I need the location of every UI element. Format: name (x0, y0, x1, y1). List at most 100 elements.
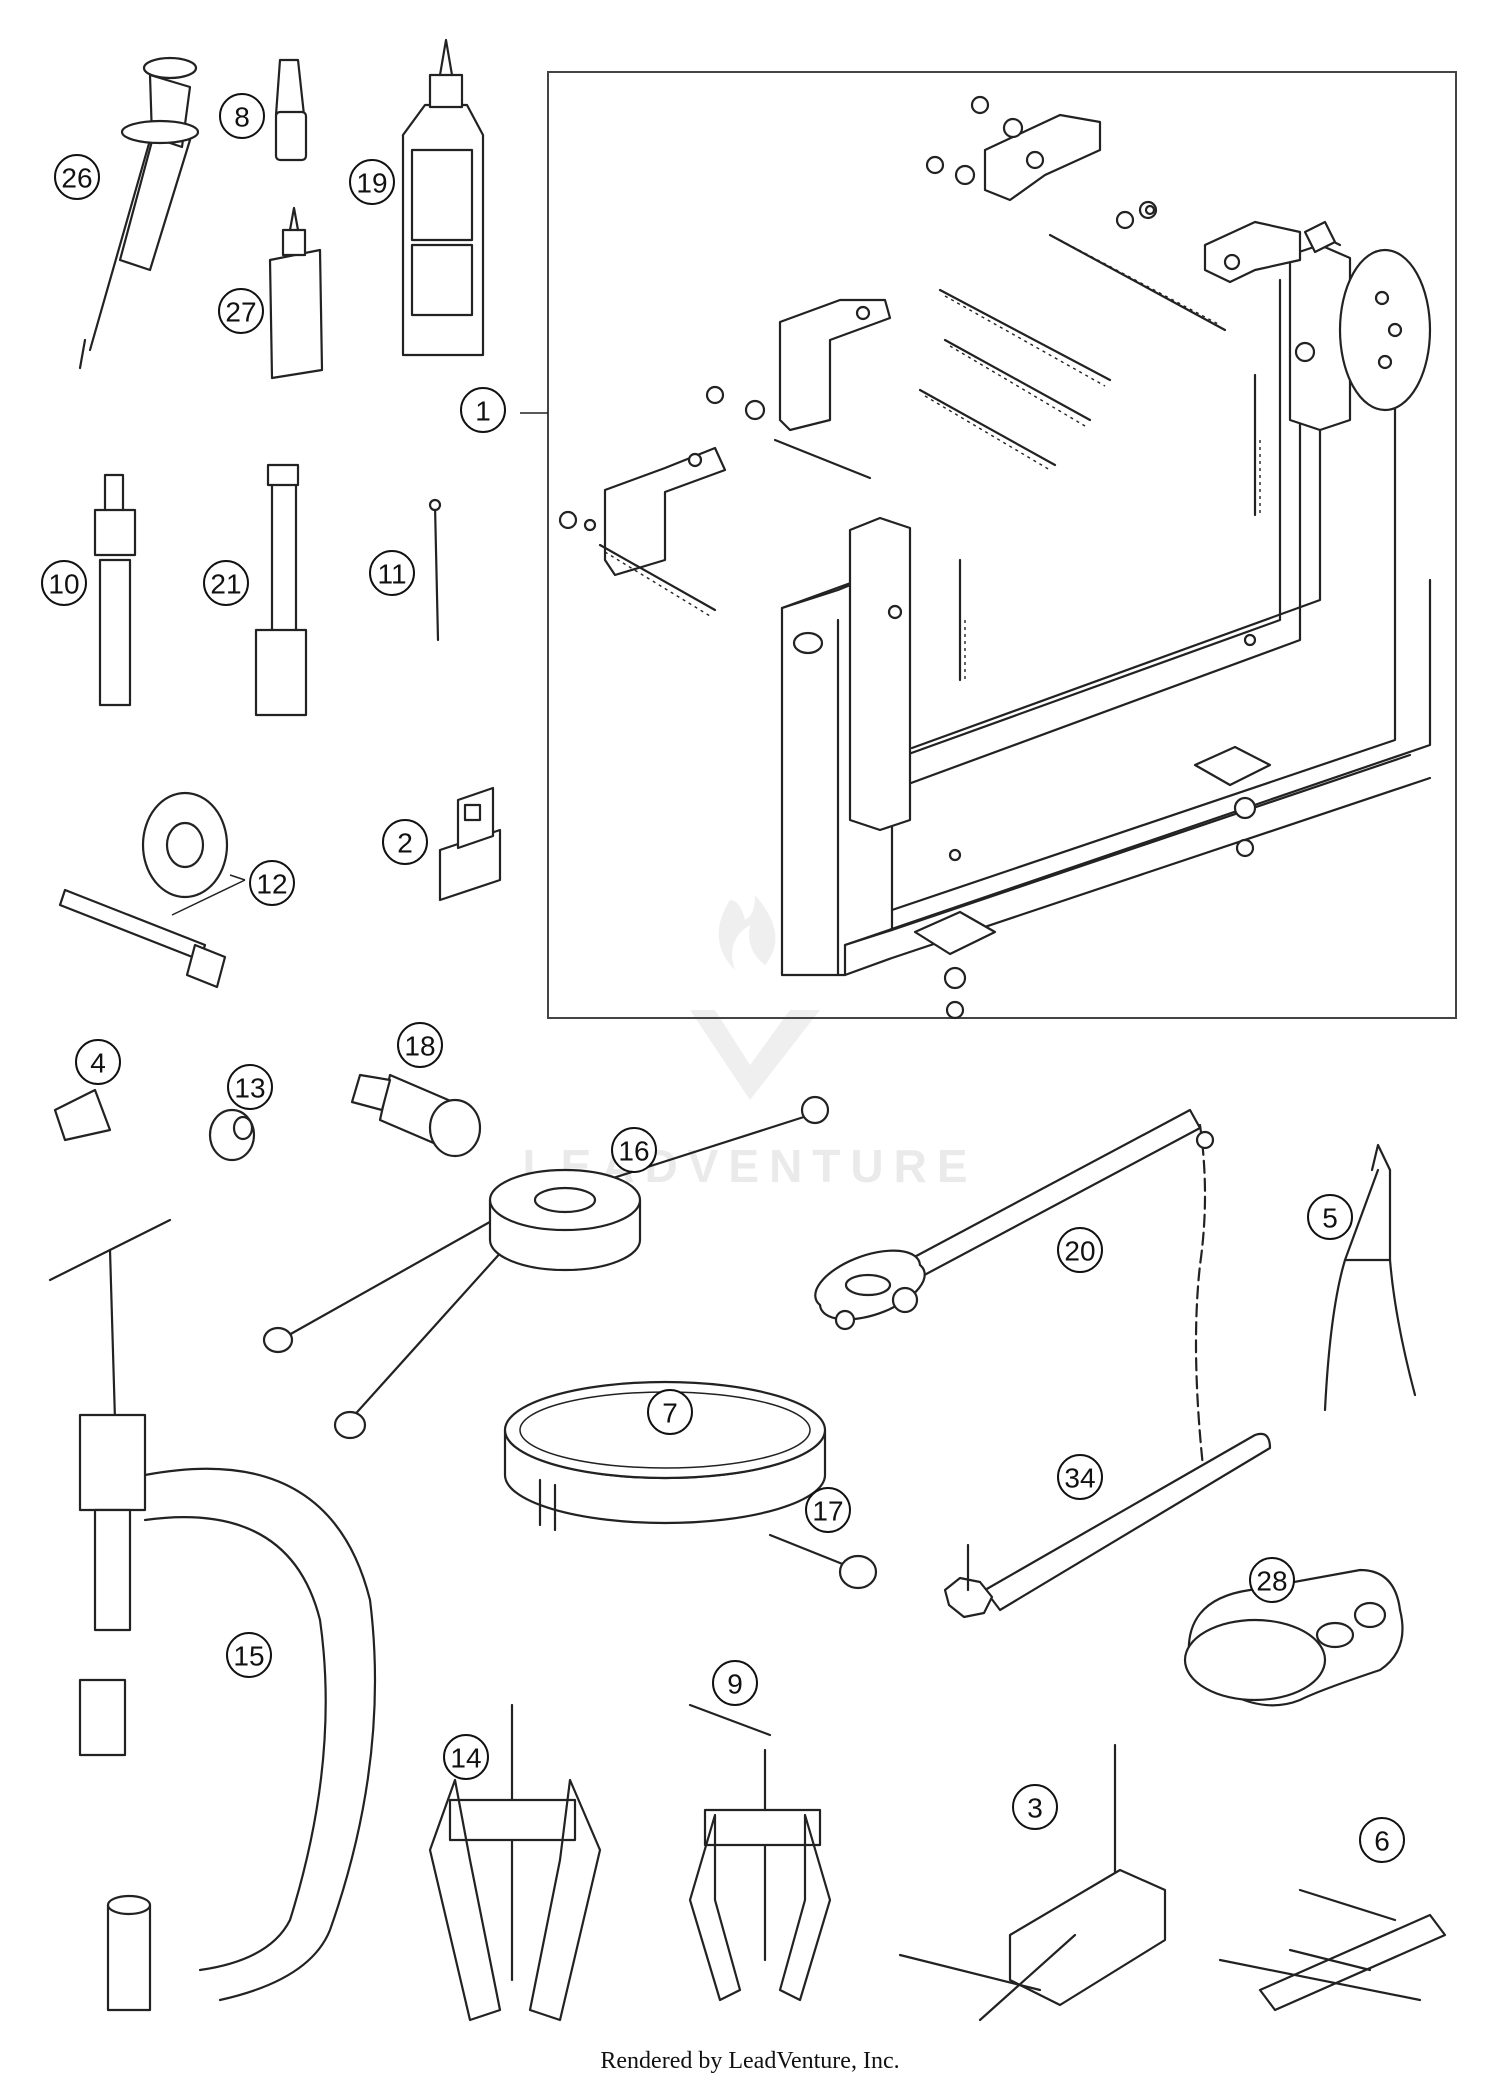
leadventure-watermark: LEADVENTURE (522, 895, 968, 1192)
callout-number: 2 (397, 828, 413, 859)
callout-28[interactable]: 28 (1249, 1557, 1295, 1603)
callout-4[interactable]: 4 (75, 1039, 121, 1085)
callout-21[interactable]: 21 (203, 560, 249, 606)
callout-circle (219, 93, 265, 139)
two-jaw-puller-small-illustration (688, 1703, 832, 2002)
callout-17[interactable]: 17 (805, 1487, 851, 1533)
callout-number: 5 (1322, 1203, 1338, 1234)
callout-circle (1307, 1194, 1353, 1240)
callout-circle (443, 1734, 489, 1780)
callout-10[interactable]: 10 (41, 560, 87, 606)
callout-number: 26 (61, 163, 92, 194)
callout-number: 6 (1374, 1826, 1390, 1857)
callout-15[interactable]: 15 (226, 1632, 272, 1678)
callout-9[interactable]: 9 (712, 1660, 758, 1706)
callout-number: 20 (1064, 1236, 1095, 1267)
callout-number: 9 (727, 1669, 743, 1700)
loctite-bottle-illustration (268, 206, 324, 380)
callout-7[interactable]: 7 (647, 1389, 693, 1435)
callout-12[interactable]: 12 (249, 860, 295, 906)
chain-holder-illustration (814, 1108, 1215, 1487)
callout-34[interactable]: 34 (1057, 1454, 1103, 1500)
callout-circle (460, 387, 506, 433)
callout-circle (203, 560, 249, 606)
callout-number: 10 (48, 569, 79, 600)
valve-spring-compressor-illustration (48, 1218, 377, 2012)
callout-number: 19 (356, 168, 387, 199)
callout-circle (54, 154, 100, 200)
callout-circle (75, 1039, 121, 1085)
callout-number: 11 (377, 559, 406, 590)
callout-16[interactable]: 16 (611, 1127, 657, 1173)
callout-number: 21 (210, 569, 241, 600)
footer-credit: Rendered by LeadVenture, Inc. (600, 2048, 900, 2074)
callout-number: 17 (812, 1496, 843, 1527)
callout-circle (1249, 1557, 1295, 1603)
callout-number: 14 (450, 1743, 481, 1774)
callout-number: 8 (234, 102, 250, 133)
callout-number: 34 (1064, 1463, 1095, 1494)
assembly-stand-box (520, 71, 1457, 1019)
callout-number: 7 (662, 1398, 678, 1429)
bleed-screw-illustration (768, 1533, 878, 1590)
two-jaw-puller-large-illustration (428, 1703, 602, 2022)
callout-3[interactable]: 3 (1012, 1784, 1058, 1830)
nuts-washers (558, 95, 1257, 1020)
callout-circle (226, 1632, 272, 1678)
callout-26[interactable]: 26 (54, 154, 100, 200)
callout-8[interactable]: 8 (219, 93, 265, 139)
callout-number: 15 (233, 1641, 264, 1672)
callout-number: 18 (404, 1031, 435, 1062)
callout-6[interactable]: 6 (1359, 1817, 1405, 1863)
callout-circle (1057, 1454, 1103, 1500)
callout-number: 13 (234, 1073, 265, 1104)
callout-circle (647, 1389, 693, 1435)
callout-number: 12 (256, 869, 287, 900)
callout-14[interactable]: 14 (443, 1734, 489, 1780)
callout-circle (712, 1660, 758, 1706)
tripod-puller-illustration (262, 1095, 830, 1440)
callout-circle (349, 159, 395, 205)
bolt-washer-illustration (58, 791, 246, 989)
callout-2[interactable]: 2 (382, 819, 428, 865)
callout-18[interactable]: 18 (397, 1022, 443, 1068)
callout-circle (1359, 1817, 1405, 1863)
callout-circle (218, 288, 264, 334)
callout-circle (397, 1022, 443, 1068)
bushing-illustration (208, 1108, 256, 1162)
callout-circle (611, 1127, 657, 1173)
callout-circle (227, 1064, 273, 1110)
callout-19[interactable]: 19 (349, 159, 395, 205)
callout-circle (249, 860, 295, 906)
callout-circle (1057, 1227, 1103, 1273)
callout-number: 3 (1027, 1793, 1043, 1824)
callout-circle (41, 560, 87, 606)
callout-11[interactable]: 11 (369, 550, 415, 596)
callout-5[interactable]: 5 (1307, 1194, 1353, 1240)
callout-number: 27 (225, 297, 256, 328)
callout-circle (382, 819, 428, 865)
syringe-illustration (78, 56, 200, 370)
pliers-illustration (1323, 1143, 1417, 1412)
bearing-puller-illustration (93, 473, 137, 707)
socket-tool-illustration (350, 1073, 482, 1158)
callout-13[interactable]: 13 (227, 1064, 273, 1110)
callout-number: 1 (475, 396, 491, 427)
callout-number: 4 (90, 1048, 106, 1079)
engine-stand-illustration (558, 95, 1432, 1020)
callout-circle (805, 1487, 851, 1533)
spanner-illustration (943, 1432, 1272, 1619)
callout-20[interactable]: 20 (1057, 1227, 1103, 1273)
callout-number: 16 (618, 1136, 649, 1167)
shaft-tool-illustration (254, 463, 308, 717)
callout-27[interactable]: 27 (218, 288, 264, 334)
bracket-illustration (438, 786, 502, 902)
callout-1[interactable]: 1 (460, 387, 506, 433)
callout-circle (369, 550, 415, 596)
bar-clamp-illustration (1218, 1888, 1447, 2012)
clutch-holder-plate-illustration (1183, 1568, 1404, 1707)
pin-tool-illustration (428, 498, 442, 642)
callout-layer: 26 8 19 27 1 10 21 11 12 2 4 13 18 16 20 5 7 34 17 28 15 9 14 3… (41, 93, 1405, 1863)
callout-number: 28 (1256, 1566, 1287, 1597)
